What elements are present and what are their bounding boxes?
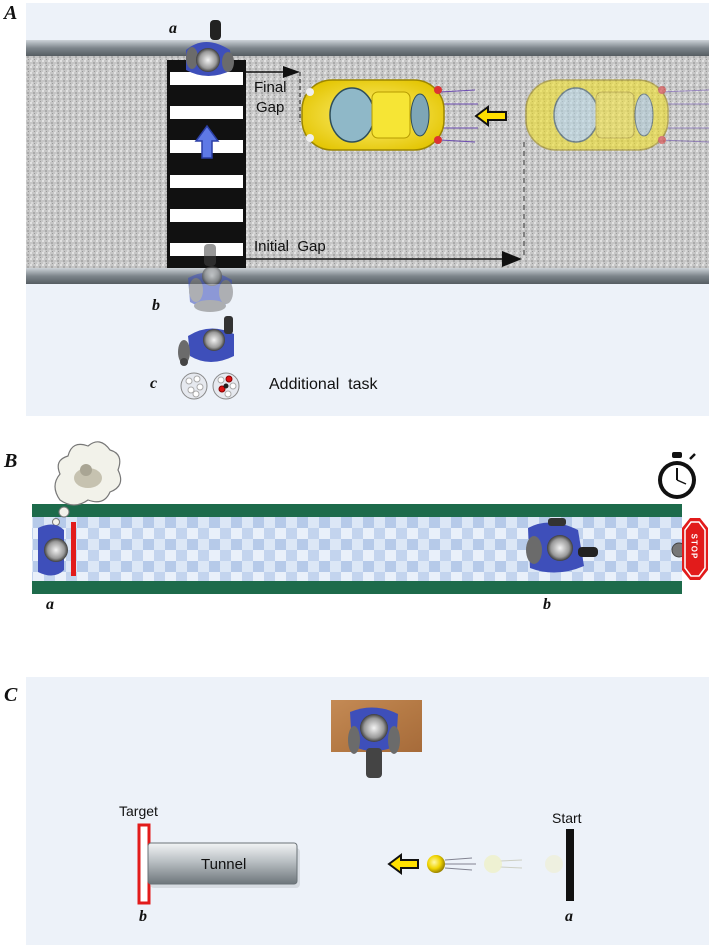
- final-gap-label-line1: Final: [254, 79, 287, 96]
- pedestrian-b: [188, 244, 233, 312]
- corridor-bottom-border: [32, 581, 682, 594]
- panel-a-drawing: [26, 20, 710, 400]
- tunnel: [147, 842, 298, 885]
- car-direction-arrow: [474, 105, 507, 127]
- car-initial-position: [525, 79, 710, 151]
- ball-trail-1: [484, 855, 502, 873]
- task-disc-red: [212, 372, 240, 400]
- start-bar: [566, 829, 574, 901]
- stopwatch-icon: [658, 452, 696, 499]
- panel-a-label-c: c: [150, 375, 158, 392]
- additional-task-label: Additional task: [269, 376, 378, 393]
- panel-b-label-a: a: [46, 596, 54, 613]
- walker-end-b: [526, 518, 598, 573]
- panel-b-letter: B: [4, 450, 18, 472]
- panel-a-label-b: b: [152, 297, 160, 314]
- stop-sign-icon: [682, 518, 708, 580]
- panel-a-letter: A: [4, 2, 18, 24]
- panel-a-label-a: a: [169, 20, 177, 37]
- panel-b-label-b: b: [543, 596, 551, 613]
- panel-c-label-a: a: [565, 908, 573, 925]
- observer: [348, 707, 400, 778]
- moving-ball: [427, 855, 445, 873]
- start-line: [71, 522, 76, 576]
- thought-bubble: [52, 441, 122, 526]
- approaching-car: [301, 79, 478, 151]
- pedestrian-c: [178, 316, 234, 366]
- initial-gap-arrowhead: [502, 251, 522, 267]
- start-label: Start: [552, 810, 582, 826]
- pedestrian-a: [186, 20, 234, 76]
- tunnel-label: Tunnel: [201, 856, 247, 873]
- final-gap-label-line2: Gap: [256, 99, 285, 116]
- walking-direction-arrow: [194, 124, 220, 159]
- walker-start-a: [38, 524, 68, 576]
- corridor-top-border: [32, 504, 682, 517]
- task-disc-white: [180, 372, 208, 400]
- ball-direction-arrow: [387, 853, 419, 875]
- panel-c-letter: C: [4, 684, 18, 706]
- initial-gap-label: Initial Gap: [254, 238, 326, 255]
- final-gap-arrowhead: [283, 66, 300, 78]
- target-label: Target: [119, 803, 158, 819]
- ball-trail-2: [545, 855, 563, 873]
- panel-c-label-b: b: [139, 908, 147, 925]
